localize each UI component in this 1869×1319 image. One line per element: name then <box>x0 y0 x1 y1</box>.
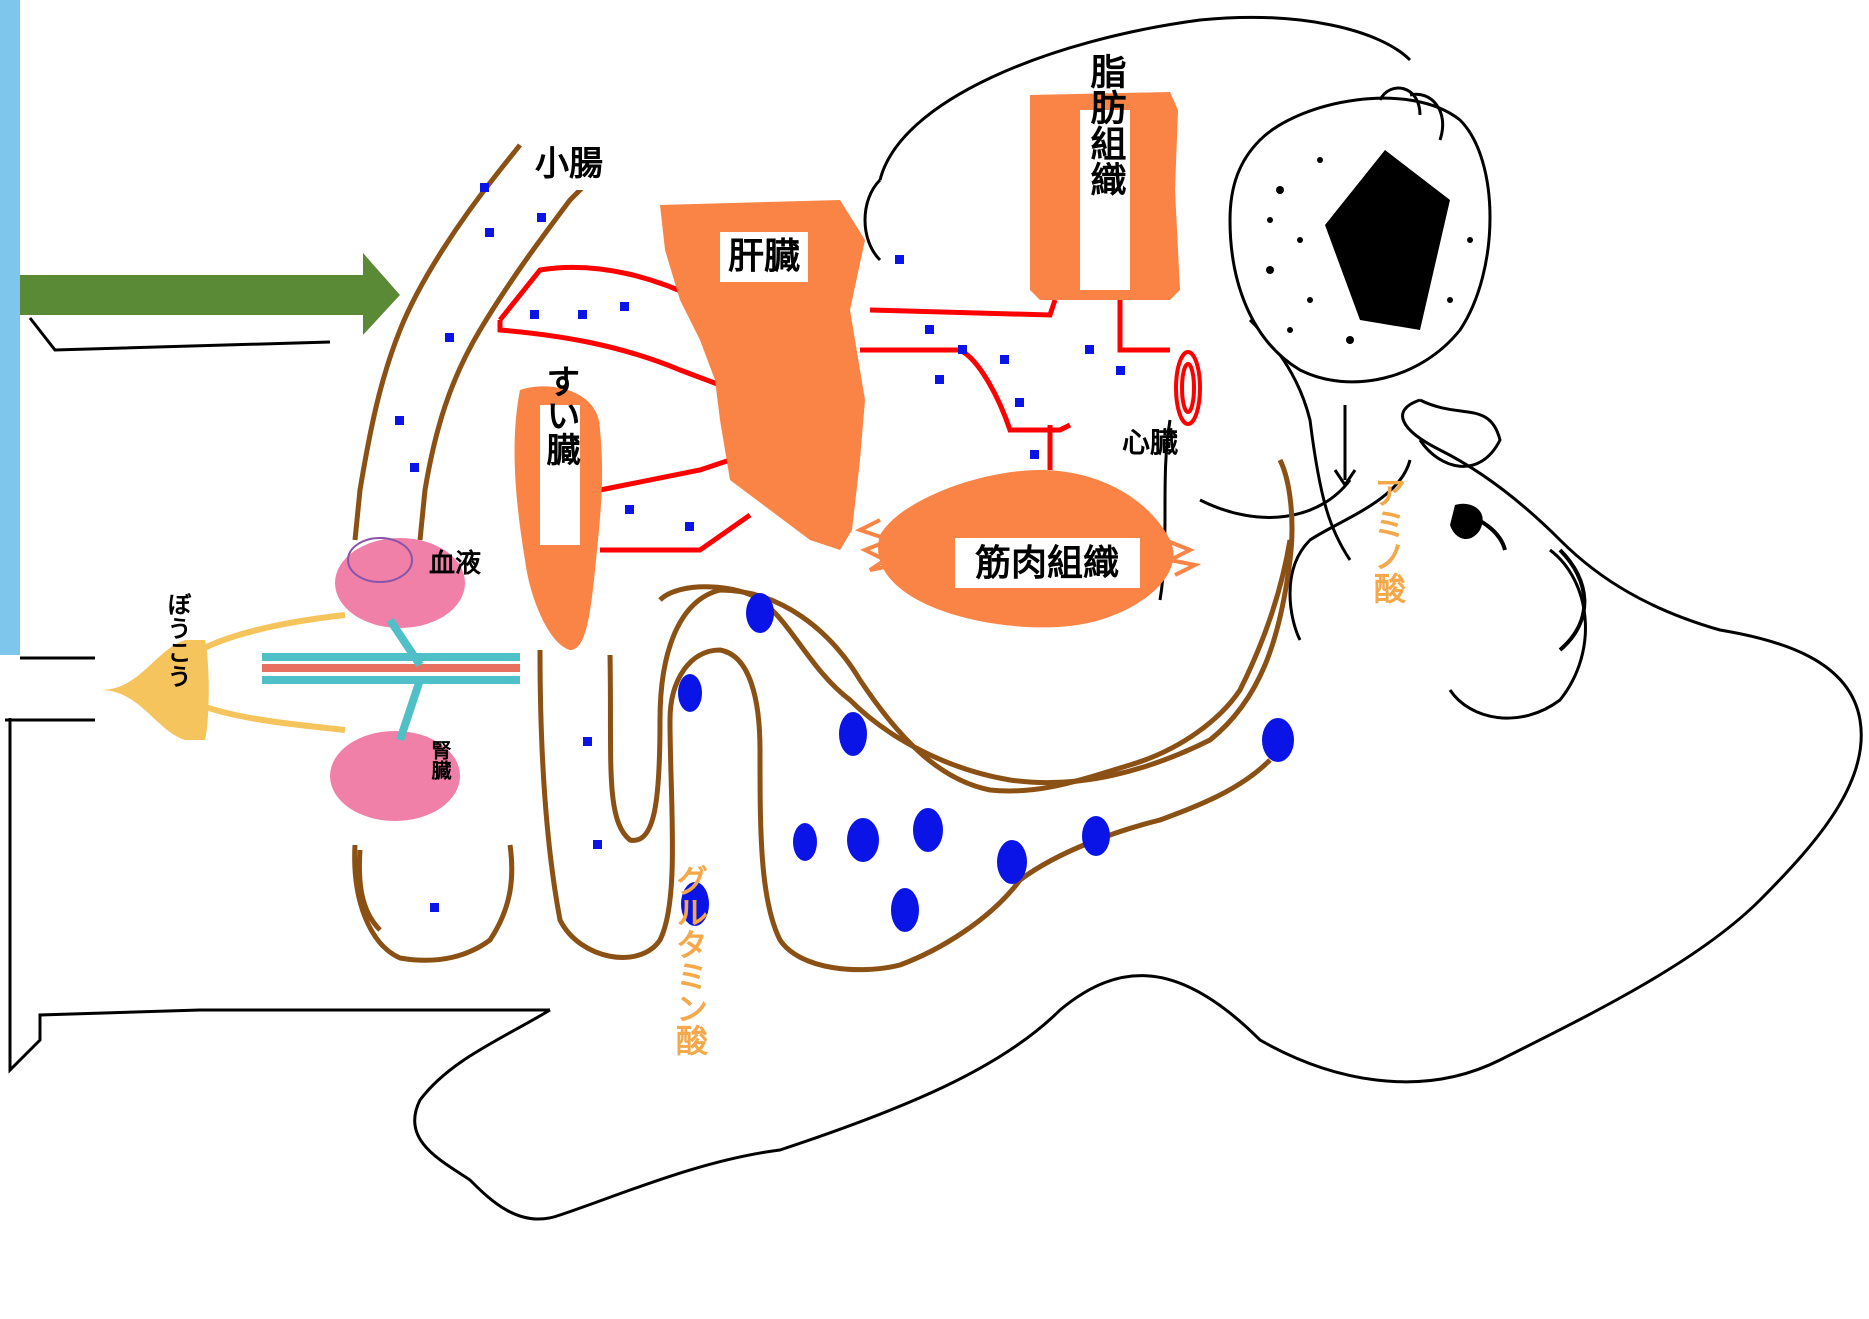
kidney-label: 腎臓 <box>428 740 452 781</box>
small-intestine-label: 小腸 <box>535 144 603 184</box>
heart-label: 心臓 <box>1122 426 1178 459</box>
glutamic-acid-label: グルタミン酸 <box>671 864 709 1056</box>
blood-label: 血液 <box>429 549 481 579</box>
pancreas-label: すい臓 <box>540 364 580 466</box>
eye-icon <box>1450 504 1483 539</box>
muscle-tissue-label: 筋肉組織 <box>975 543 1119 584</box>
liver-label: 肝臓 <box>728 236 800 277</box>
bladder-label: ぼうこう <box>163 592 191 688</box>
amino-acid-label: アミノ酸 <box>1369 476 1407 604</box>
fat-tissue-label: 脂肪組織 <box>1085 53 1127 197</box>
bladder-shape <box>100 640 209 740</box>
amino-acid-dots-large <box>678 593 1294 932</box>
side-bar <box>0 0 20 655</box>
rice-ball-icon <box>1230 88 1490 485</box>
right-arrow-icon <box>20 253 400 335</box>
heart-icon <box>1176 352 1200 424</box>
